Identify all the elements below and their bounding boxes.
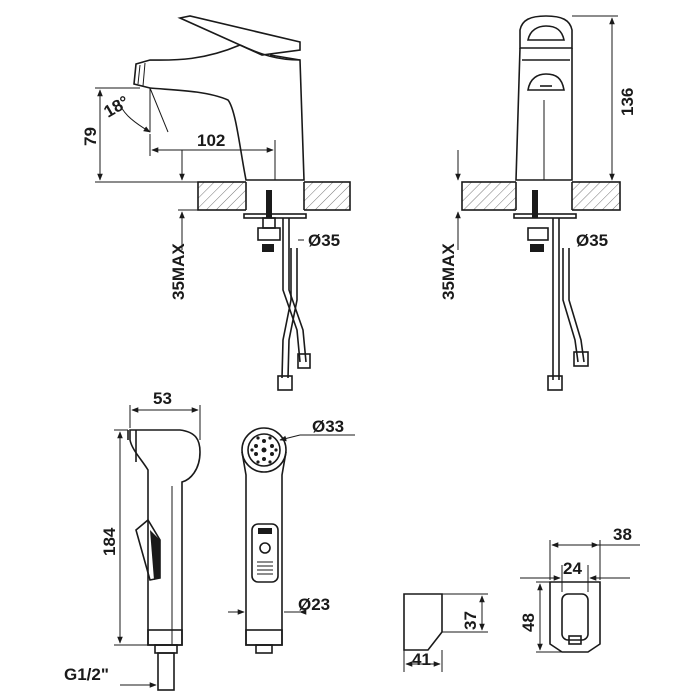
spout	[133, 44, 241, 89]
hose-left	[282, 218, 301, 363]
dim-thread: G1/2"	[64, 665, 109, 684]
dim-head-dia: Ø33	[312, 417, 344, 436]
hand-shower-side	[114, 405, 201, 691]
shower-face	[241, 427, 287, 473]
dim-spout-reach: 102	[197, 131, 225, 150]
dim-max-right: 35MAX	[439, 243, 458, 300]
dim-shower-length: 184	[100, 527, 119, 556]
faucet-body	[149, 44, 305, 181]
dim-hole-right: Ø35	[576, 231, 608, 250]
dim-spout-height: 79	[81, 127, 100, 146]
shower-head-side	[129, 429, 201, 646]
faucet-side-view	[95, 15, 351, 391]
dim-holder-inner: 24	[563, 559, 582, 578]
holder-front	[549, 581, 601, 653]
dim-angle: 18°	[101, 92, 133, 121]
faucet-front-view	[455, 15, 621, 391]
dim-hose-dia: Ø23	[298, 595, 330, 614]
dimension-labels: 18° 79 102 Ø35 35MAX 136 Ø35 35MAX 53 18…	[64, 88, 637, 684]
dim-head-width: 53	[153, 389, 172, 408]
dim-max-left: 35MAX	[169, 243, 188, 300]
trigger-lines	[257, 561, 273, 575]
holder-side	[403, 593, 443, 651]
lever-handle	[177, 15, 301, 56]
lever-front	[519, 15, 573, 49]
dim-holder-height-a: 37	[461, 611, 480, 630]
dim-total-height: 136	[618, 88, 637, 116]
wall-holder	[403, 540, 640, 672]
dim-hole-left: Ø35	[308, 231, 340, 250]
nozzle-holes	[250, 436, 278, 464]
hand-shower-front	[228, 427, 355, 654]
dim-holder-width: 38	[613, 525, 632, 544]
dim-holder-height-b: 48	[519, 613, 538, 632]
dim-holder-depth: 41	[412, 650, 431, 669]
